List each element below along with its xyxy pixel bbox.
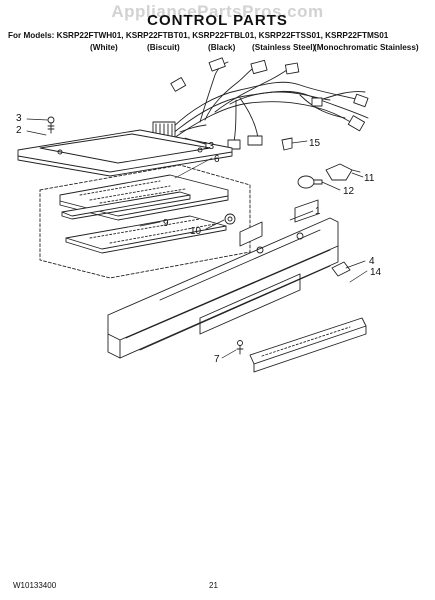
color-black: (Black)	[208, 43, 236, 52]
callout-11: 11	[364, 173, 375, 184]
callout-1: 1	[315, 206, 321, 217]
module-panel	[249, 317, 367, 373]
callout-2: 2	[16, 125, 22, 136]
clip	[281, 137, 293, 151]
control-panel-cover	[17, 129, 233, 177]
color-stainless: (Stainless Steel)	[252, 43, 316, 52]
callout-15: 15	[309, 138, 321, 149]
display-board-upper	[61, 191, 191, 220]
leader-lines	[26, 118, 368, 359]
color-monochromatic: (Monochromatic Stainless)	[314, 43, 419, 52]
callout-3: 3	[16, 113, 22, 124]
callout-10: 10	[190, 226, 202, 237]
lamp-bulb	[297, 175, 323, 189]
callout-14: 14	[370, 267, 382, 278]
callout-7: 7	[214, 354, 220, 365]
models-line: For Models: KSRP22FTWH01, KSRP22FTBT01, …	[8, 31, 389, 40]
callout-13: 13	[203, 141, 215, 152]
page-number: 21	[209, 581, 218, 590]
grommet	[224, 213, 236, 225]
wire-harness	[152, 57, 369, 150]
bracket	[331, 261, 351, 277]
callout-6: 6	[214, 154, 220, 165]
board-group-outline	[39, 164, 251, 279]
color-white: (White)	[90, 43, 118, 52]
callout-4: 4	[369, 256, 375, 267]
screw-7	[236, 340, 244, 355]
doc-number: W10133400	[13, 581, 57, 590]
screw-3	[47, 116, 55, 134]
callout-12: 12	[343, 186, 355, 197]
page-title: CONTROL PARTS	[147, 12, 288, 29]
display-board-lower	[65, 215, 227, 254]
callout-9: 9	[163, 218, 169, 229]
watermark: AppliancePartsPros.com	[111, 2, 324, 21]
lamp-socket	[325, 163, 361, 181]
color-biscuit: (Biscuit)	[147, 43, 180, 52]
control-housing	[107, 199, 339, 359]
